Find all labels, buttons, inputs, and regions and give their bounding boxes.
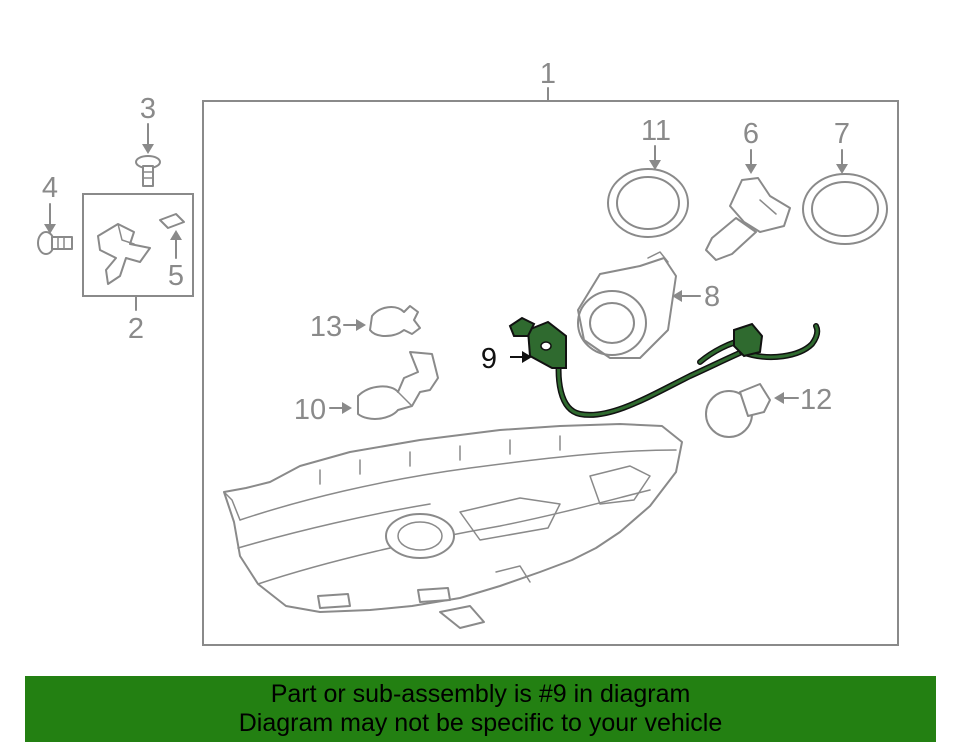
bulb-part-13 [369, 305, 421, 337]
clip-part [159, 213, 185, 259]
screw-part-3 [135, 155, 161, 187]
callout-9: 9 [481, 343, 497, 375]
callout-12: 12 [800, 384, 832, 416]
bolt-part-4 [37, 231, 73, 255]
callout-8: 8 [704, 281, 720, 313]
subassembly-frame [82, 193, 194, 297]
callout-4: 4 [42, 172, 58, 204]
callout-5: 5 [168, 260, 184, 292]
assembly-frame [202, 100, 899, 646]
info-banner: Part or sub-assembly is #9 in diagram Di… [25, 676, 936, 742]
callout-10: 10 [294, 394, 326, 426]
callout-7: 7 [834, 118, 850, 150]
banner-line-1: Part or sub-assembly is #9 in diagram [270, 680, 691, 708]
wiring-harness-part-9 [508, 316, 821, 418]
callout-13: 13 [310, 311, 342, 343]
callout-6: 6 [743, 118, 759, 150]
fog-lamp-part-8 [577, 251, 677, 359]
bulb-part-12 [705, 383, 771, 438]
banner-line-2: Diagram may not be specific to your vehi… [238, 709, 723, 737]
ring-part-11 [607, 168, 689, 238]
bracket-part [97, 223, 151, 285]
callout-3: 3 [140, 93, 156, 125]
bulb-part-10 [357, 351, 439, 420]
callout-11: 11 [641, 115, 671, 147]
bulb-part-6 [705, 177, 791, 261]
callout-2: 2 [128, 313, 144, 345]
headlamp-housing [223, 423, 683, 629]
callout-1: 1 [540, 58, 556, 90]
ring-part-7 [802, 173, 888, 245]
